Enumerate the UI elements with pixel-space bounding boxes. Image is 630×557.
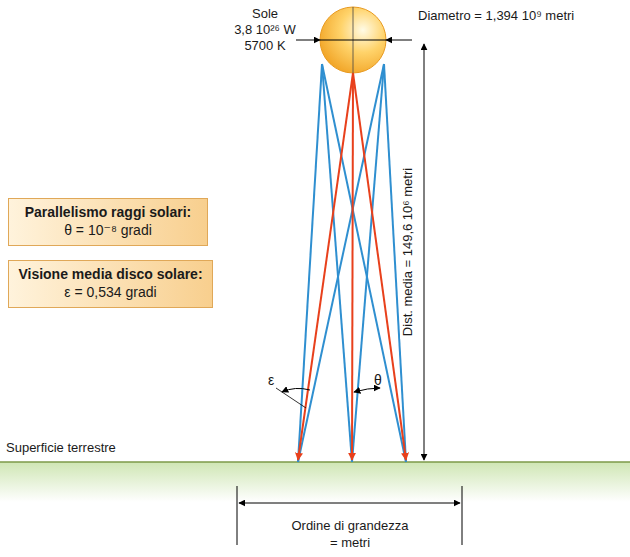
angle-symbol: ε	[268, 372, 274, 388]
ground-label: Superficie terrestre	[6, 440, 116, 456]
diameter-label: Diametro = 1,394 10⁹ metri	[418, 8, 574, 24]
diameter-arrow	[296, 40, 320, 41]
angle-symbol: θ	[374, 372, 382, 388]
box-value: θ = 10⁻⁸ gradi	[17, 221, 199, 239]
distance-label: Dist. media = 149,6 10⁶ metri	[400, 165, 416, 339]
blue-rays	[298, 64, 406, 462]
ground-band	[0, 462, 630, 502]
dimension-label: = metri	[330, 535, 370, 551]
diameter-arrow	[386, 40, 412, 41]
dimension-label: Ordine di grandezza	[291, 518, 408, 534]
info-box: Visione media disco solare:ε = 0,534 gra…	[8, 260, 213, 308]
red-rays	[298, 73, 406, 460]
temperature-value: 5700 K	[244, 38, 285, 54]
theta-arc	[354, 388, 380, 392]
ground-line	[0, 461, 630, 463]
distance-dimension	[424, 44, 425, 460]
sun-disc	[320, 7, 386, 73]
box-value: ε = 0,534 gradi	[17, 283, 204, 301]
epsilon-arc	[282, 388, 310, 392]
info-box: Parallelismo raggi solari:θ = 10⁻⁸ gradi	[8, 198, 208, 246]
box-heading: Parallelismo raggi solari:	[17, 203, 199, 221]
power-value: 3,8 10²⁶ W	[234, 22, 296, 38]
object-name: Sole	[252, 6, 278, 22]
box-heading: Visione media disco solare:	[17, 265, 204, 283]
